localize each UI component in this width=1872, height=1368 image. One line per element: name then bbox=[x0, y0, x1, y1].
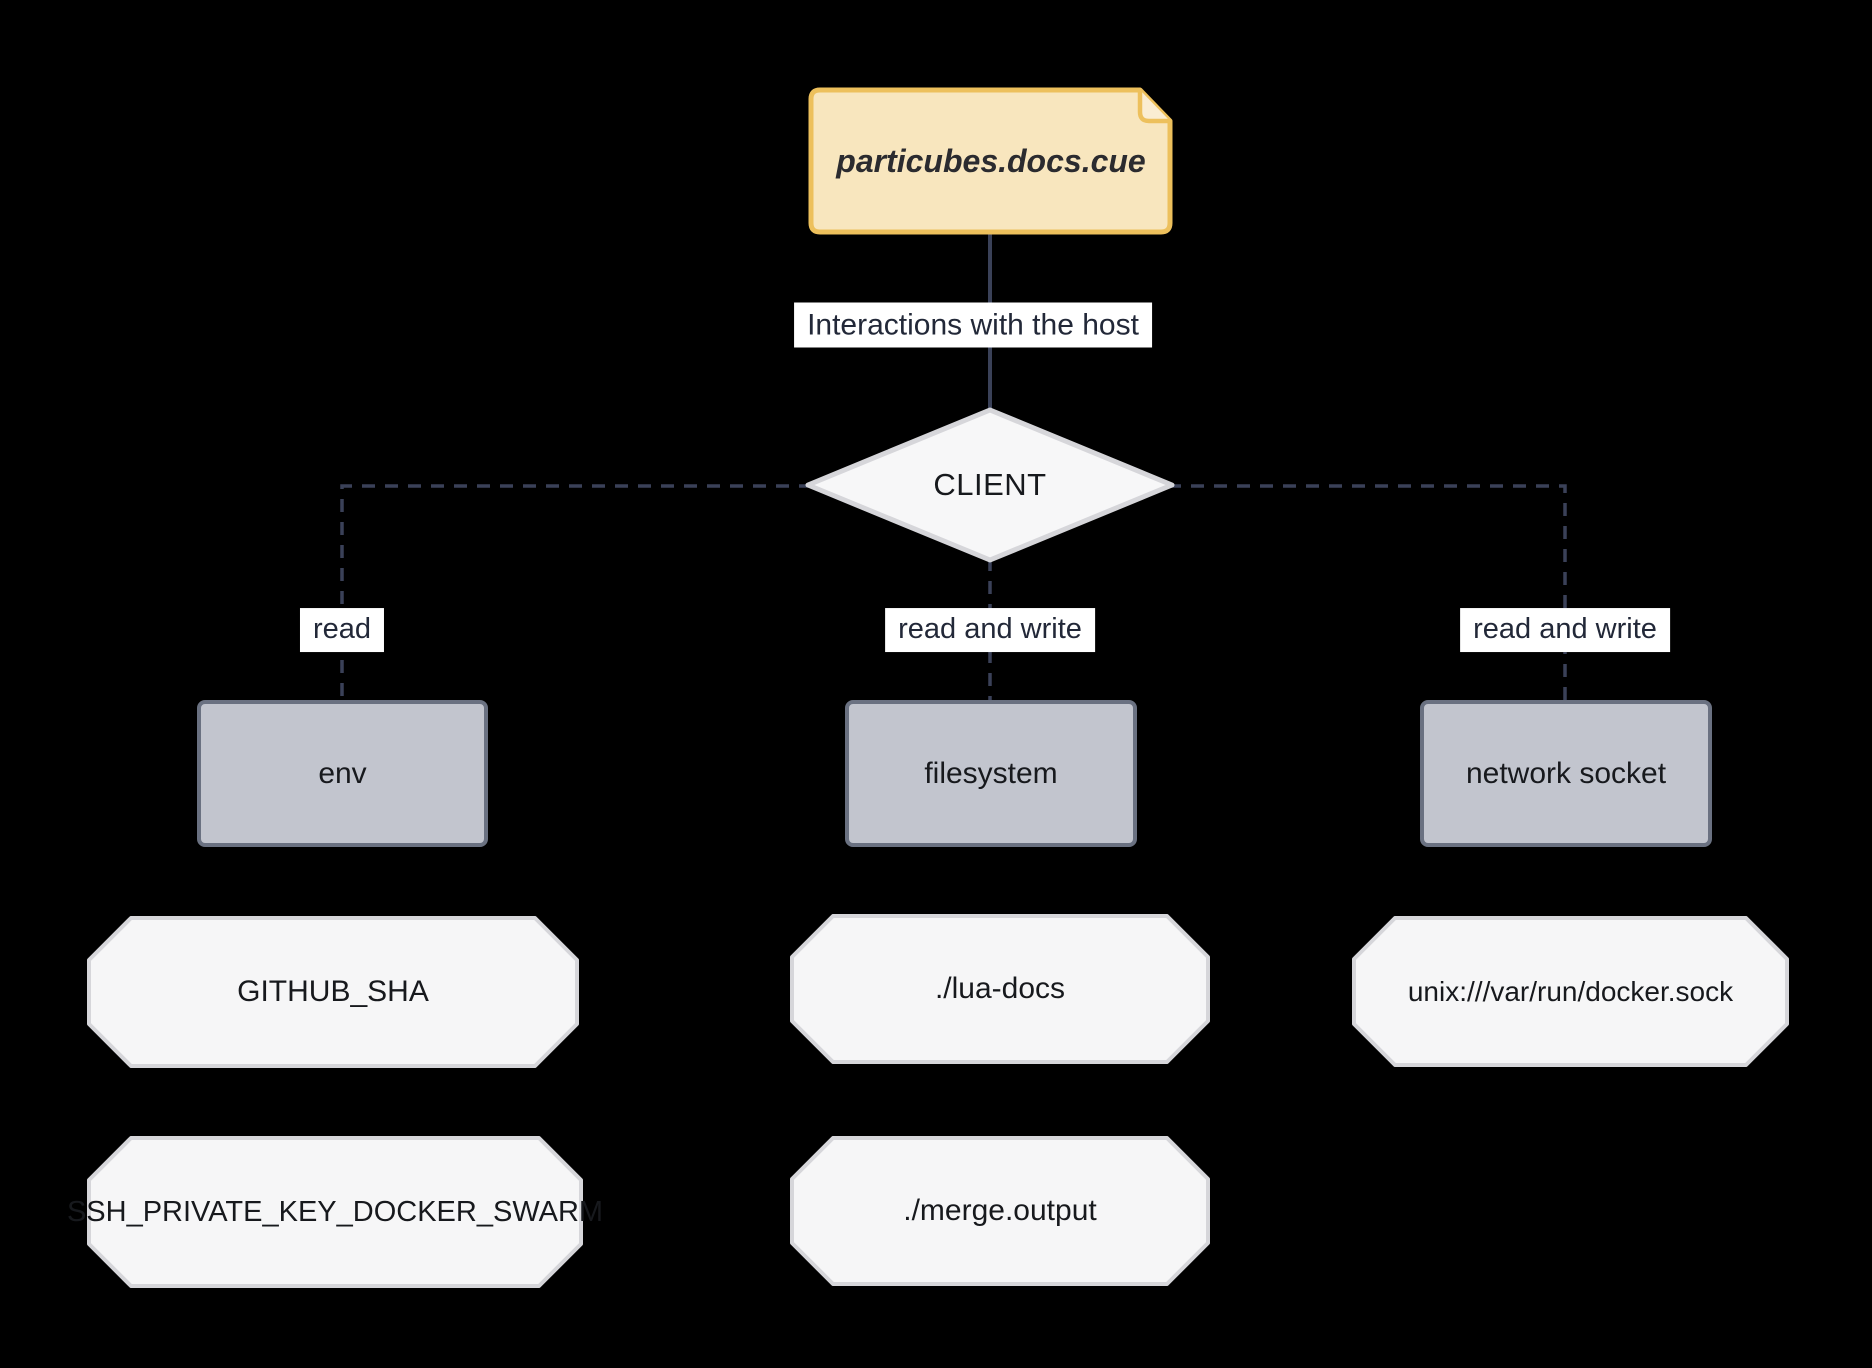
octagon-shape-icon bbox=[87, 1136, 583, 1288]
diamond-shape-icon bbox=[805, 407, 1175, 563]
note-node-particubes-docs-cue: particubes.docs.cue bbox=[804, 83, 1178, 239]
env-label: env bbox=[318, 756, 367, 790]
edge-label-read: read bbox=[299, 608, 385, 652]
item-node-docker-sock: unix:///var/run/docker.sock bbox=[1352, 916, 1789, 1067]
item-node-lua-docs: ./lua-docs bbox=[790, 914, 1210, 1064]
octagon-shape-icon bbox=[790, 914, 1210, 1064]
filesystem-label: filesystem bbox=[924, 756, 1058, 790]
octagon-shape-icon bbox=[790, 1136, 1210, 1286]
client-label: CLIENT bbox=[933, 467, 1047, 502]
network-socket-label: network socket bbox=[1465, 756, 1667, 790]
edge-label-read-and-write-network: read and write bbox=[1460, 608, 1670, 652]
note-label: particubes.docs.cue bbox=[836, 142, 1146, 179]
client-decision-node: CLIENT bbox=[798, 402, 1182, 568]
edge-client-to-env bbox=[340, 484, 812, 702]
edge-client-to-network-socket bbox=[1168, 484, 1567, 702]
octagon-shape-icon bbox=[87, 916, 579, 1068]
ssh-private-key-label: SSH_PRIVATE_KEY_DOCKER_SWARM bbox=[66, 1195, 604, 1228]
item-node-merge-output: ./merge.output bbox=[790, 1136, 1210, 1286]
item-node-ssh-private-key: SSH_PRIVATE_KEY_DOCKER_SWARM bbox=[66, 1136, 604, 1288]
note-shape-icon bbox=[808, 87, 1173, 235]
github-sha-label: GITHUB_SHA bbox=[237, 975, 429, 1008]
resource-node-env: env bbox=[197, 700, 488, 847]
lua-docs-label: ./lua-docs bbox=[934, 972, 1066, 1005]
octagon-shape-icon bbox=[1352, 916, 1789, 1067]
merge-output-label: ./merge.output bbox=[903, 1194, 1097, 1227]
edge-label-read-and-write-filesystem: read and write bbox=[885, 608, 1095, 652]
resource-node-network-socket: network socket bbox=[1420, 700, 1712, 847]
item-node-github-sha: GITHUB_SHA bbox=[87, 916, 579, 1068]
resource-node-filesystem: filesystem bbox=[845, 700, 1137, 847]
docker-sock-label: unix:///var/run/docker.sock bbox=[1407, 975, 1734, 1007]
edge-label-interactions-with-host: Interactions with the host bbox=[794, 302, 1152, 348]
